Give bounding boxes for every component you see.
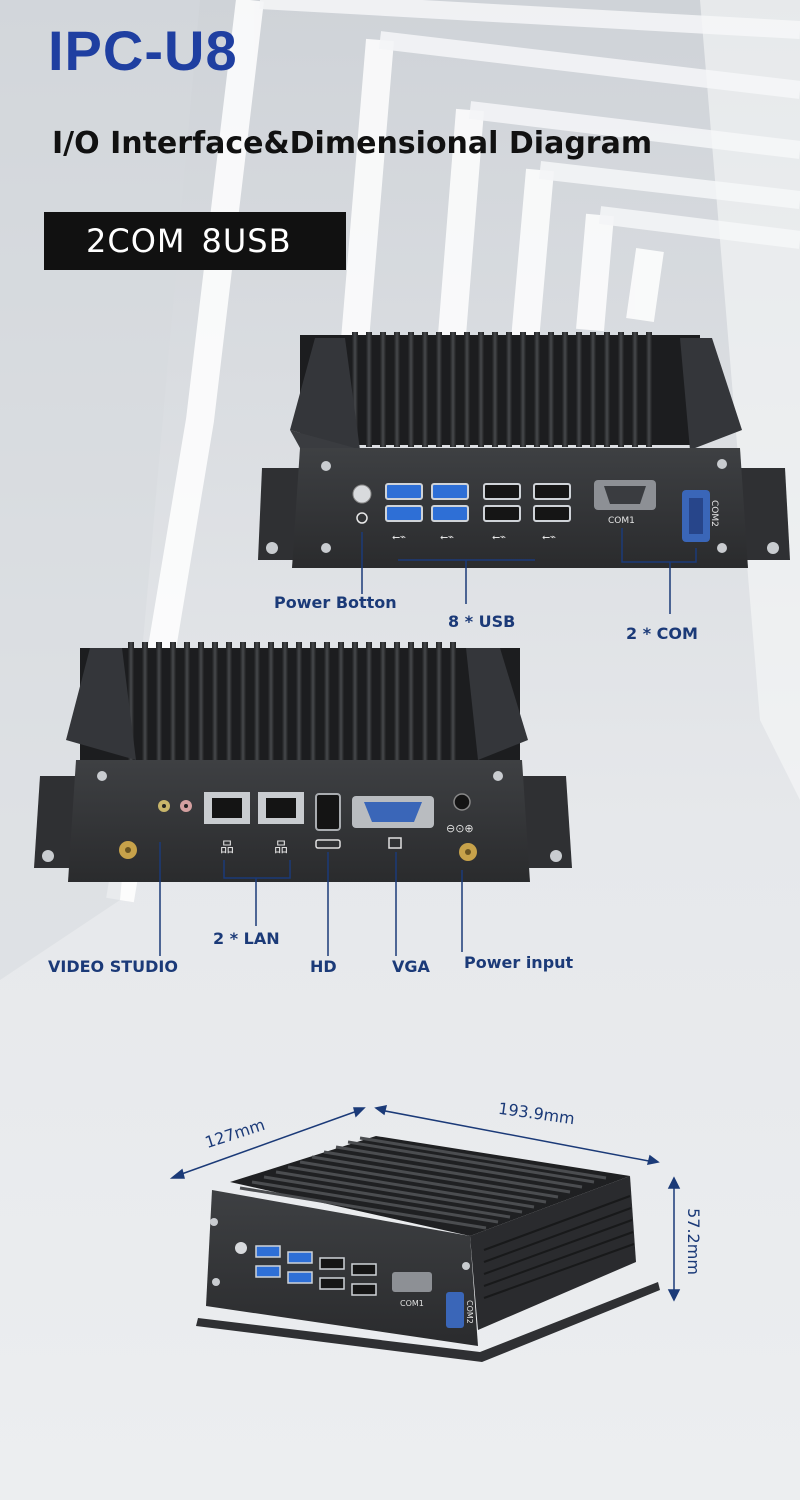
com2-text: COM2 xyxy=(709,500,719,527)
dc-power-jack: ⊖⊙⊕ xyxy=(446,793,474,835)
dimension-height: 57.2mm xyxy=(683,1208,703,1275)
page-title: IPC-U8 xyxy=(48,19,238,82)
iso-com1-port xyxy=(392,1272,432,1292)
dimension-arrows xyxy=(169,1105,681,1302)
page-subtitle: I/O Interface&Dimensional Diagram xyxy=(52,126,653,161)
label-power-button: Power Botton xyxy=(274,593,397,612)
svg-text:⭠⌁: ⭠⌁ xyxy=(440,532,454,543)
config-badge: 2COM 8USB xyxy=(44,212,346,270)
front-callout-lines xyxy=(361,528,697,614)
svg-text:品: 品 xyxy=(220,840,234,856)
badge-usb: 8USB xyxy=(201,222,292,260)
com1-text: COM1 xyxy=(608,516,635,526)
label-video-studio: VIDEO STUDIO xyxy=(48,957,178,976)
label-usb: 8 * USB xyxy=(448,612,516,631)
iso-com2-port xyxy=(446,1292,464,1328)
svg-text:⊖⊙⊕: ⊖⊙⊕ xyxy=(446,822,474,835)
svg-text:⭠⌁: ⭠⌁ xyxy=(542,532,556,543)
vga-port xyxy=(352,796,434,849)
label-lan: 2 * LAN xyxy=(213,929,280,948)
usb2-ports xyxy=(483,483,571,522)
svg-text:⭠⌁: ⭠⌁ xyxy=(492,532,506,543)
wifi-antenna-right xyxy=(459,843,477,861)
svg-text:⭠⌁: ⭠⌁ xyxy=(392,532,406,543)
label-power-input: Power input xyxy=(464,953,574,972)
label-com: 2 * COM xyxy=(626,624,698,643)
com1-port-graphic: COM1 xyxy=(594,480,656,526)
usb-symbols: ⭠⌁ ⭠⌁ ⭠⌁ ⭠⌁ xyxy=(392,532,556,543)
usb3-ports xyxy=(385,483,469,522)
label-vga: VGA xyxy=(392,957,430,976)
iso-com2-text: COM2 xyxy=(465,1300,474,1324)
rear-heatsink-fins xyxy=(80,642,520,762)
hdmi-port xyxy=(315,793,341,849)
label-hd: HD xyxy=(310,957,337,976)
com2-port-graphic: COM2 xyxy=(682,490,719,542)
badge-com: 2COM xyxy=(86,222,186,260)
lan-ports: 品 品 xyxy=(204,792,304,856)
iso-com1-text: COM1 xyxy=(400,1299,424,1308)
power-button-graphic xyxy=(352,484,372,524)
rear-callout-lines xyxy=(159,842,463,956)
iso-heatsink-fins xyxy=(239,1136,607,1230)
audio-jacks xyxy=(158,800,192,812)
wifi-antenna-left xyxy=(119,841,137,859)
iso-usb-ports xyxy=(255,1245,377,1296)
front-heatsink-fins xyxy=(300,332,700,447)
svg-text:品: 品 xyxy=(274,840,288,856)
